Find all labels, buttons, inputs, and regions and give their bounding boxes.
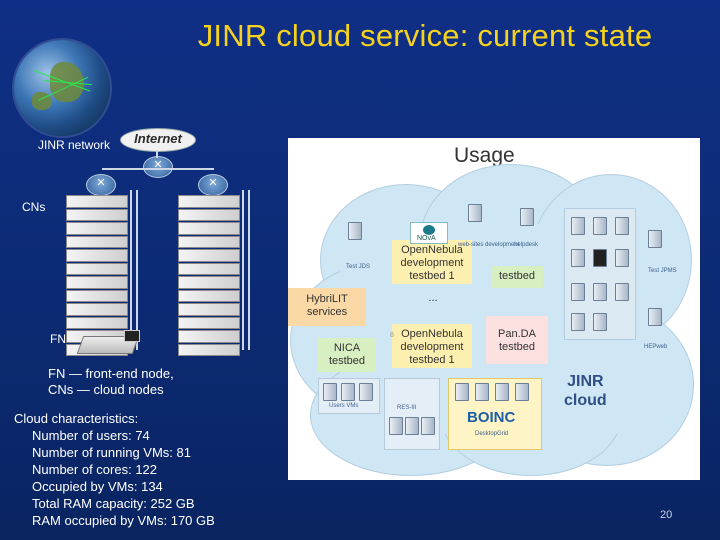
- network-link: [248, 190, 250, 350]
- res-iii-group: RES-III: [384, 378, 440, 450]
- test-jds-label: Test JDS: [346, 264, 371, 270]
- network-link: [156, 150, 158, 158]
- characteristic-item: RAM occupied by VMs: 170 GB: [32, 513, 215, 528]
- characteristic-item: Number of running VMs: 81: [32, 445, 191, 460]
- boinc-group: BOINC DesktopGrid: [448, 378, 542, 450]
- characteristic-item: Number of cores: 122: [32, 462, 158, 477]
- network-link: [130, 190, 132, 350]
- internet-label: Internet: [134, 131, 182, 146]
- router-icon: [86, 174, 116, 196]
- server-icon: [348, 222, 362, 240]
- boinc-logo: BOINC: [467, 409, 516, 426]
- characteristic-item: Number of users: 74: [32, 428, 150, 443]
- network-link: [242, 190, 244, 350]
- server-icon: [468, 204, 482, 222]
- front-end-node-icon: [76, 330, 150, 358]
- fn-label: FN: [50, 332, 66, 346]
- legend-line: FN — front-end node,: [48, 366, 174, 381]
- server-rack-right: [178, 195, 240, 357]
- opennebula-testbed-2-box: OpenNebula development testbed 1: [392, 324, 472, 368]
- internet-cloud-icon: Internet: [120, 128, 196, 152]
- characteristic-item: Total RAM capacity: 252 GB: [32, 496, 195, 511]
- router-icon: [198, 174, 228, 196]
- usage-panel: Usage OpenNebula development testbed 1 t…: [288, 138, 700, 480]
- cns-label: CNs: [22, 200, 46, 214]
- router-icon: [143, 156, 173, 178]
- users-vms-group: Users VMs: [318, 378, 380, 414]
- usage-title: Usage: [454, 144, 515, 167]
- service-cluster: [564, 208, 636, 340]
- test-jpms-label: Test JPMS: [648, 268, 677, 274]
- network-link: [136, 190, 138, 350]
- nova-logo: NOvA: [410, 222, 448, 244]
- cloud-characteristics: Cloud characteristics: Number of users: …: [14, 410, 215, 529]
- slide-title: JINR cloud service: current state: [197, 18, 653, 53]
- hepweb-label: HEPweb: [644, 344, 668, 350]
- jinr-network-label: JINR network: [38, 138, 111, 152]
- network-link: [102, 168, 214, 170]
- nova-label: NOvA: [417, 235, 436, 242]
- characteristics-heading: Cloud characteristics:: [14, 411, 139, 426]
- globe-image: [14, 40, 110, 136]
- jinr-cloud-label: JINR cloud: [564, 372, 607, 410]
- page-number: 20: [660, 509, 673, 521]
- res-iii-label: RES-III: [397, 405, 417, 411]
- nica-testbed-box: NICA testbed: [318, 338, 376, 372]
- users-vms-label: Users VMs: [329, 403, 359, 409]
- hybrilit-services-box: HybriLIT services: [288, 288, 366, 326]
- legend-line: CNs — cloud nodes: [48, 382, 164, 397]
- jinr-cloud-line: cloud: [564, 392, 607, 409]
- opennebula-testbed-1-box: OpenNebula development testbed 1: [392, 240, 472, 284]
- ellipsis-text: ...: [428, 292, 438, 304]
- helpdesk-label: helpdesk: [514, 242, 539, 248]
- server-icon: [648, 308, 662, 326]
- testbed-box: testbed: [491, 266, 543, 288]
- server-icon: [520, 208, 534, 226]
- usage-page-marker: 8: [390, 332, 394, 339]
- legend-caption: FN — front-end node, CNs — cloud nodes: [48, 366, 174, 398]
- panda-testbed-box: Pan.DA testbed: [486, 316, 548, 364]
- desktopgrid-label: DesktopGrid: [475, 431, 509, 437]
- websites-label: web-sites development: [458, 242, 520, 248]
- characteristic-item: Occupied by VMs: 134: [32, 479, 163, 494]
- server-icon: [648, 230, 662, 248]
- jinr-cloud-line: JINR: [567, 373, 604, 390]
